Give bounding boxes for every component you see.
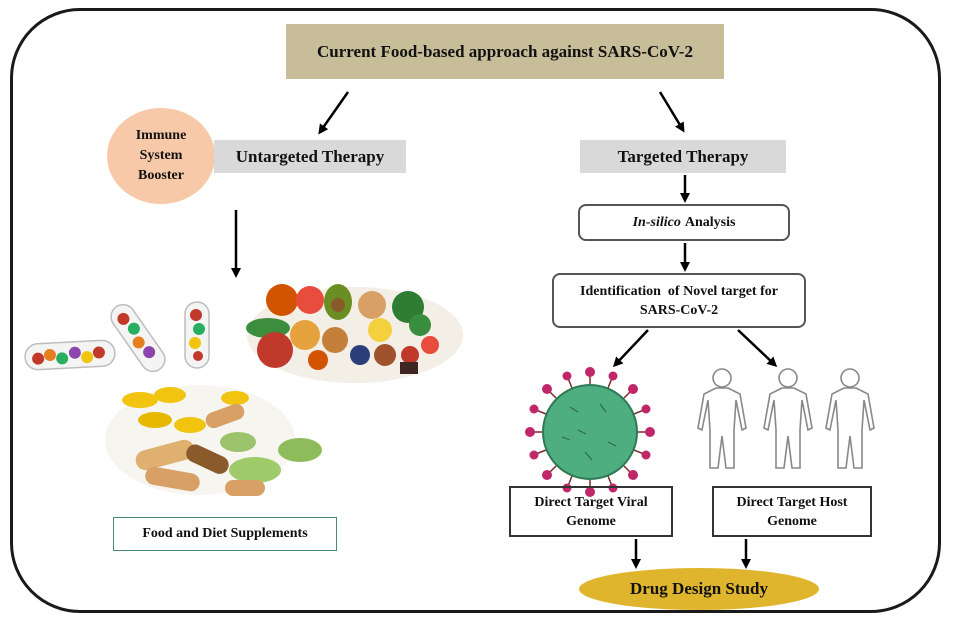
title-text: Current Food-based approach against SARS… bbox=[317, 41, 693, 61]
fruits-vegetables-image bbox=[246, 284, 463, 383]
arrow-novel-to-viral bbox=[612, 329, 649, 368]
insilico-italic-text: In-silico bbox=[632, 214, 681, 230]
arrow-title-to-targeted bbox=[658, 91, 685, 133]
viral-genome-box: Direct Target Viral Genome bbox=[509, 486, 673, 537]
targeted-therapy-text: Targeted Therapy bbox=[617, 146, 749, 166]
host-genome-box: Direct Target Host Genome bbox=[712, 486, 872, 537]
novel-target-box: Identification of Novel target for SARS-… bbox=[552, 273, 806, 328]
pills-tablets-image bbox=[105, 385, 322, 496]
arrow-novel-to-host bbox=[737, 329, 778, 368]
untargeted-therapy-box: Untargeted Therapy bbox=[214, 140, 406, 173]
food-supplements-box: Food and Diet Supplements bbox=[113, 517, 337, 551]
viral-genome-text: Direct Target Viral Genome bbox=[534, 494, 648, 529]
supplement-capsules-image bbox=[24, 301, 210, 373]
drug-design-oval: Drug Design Study bbox=[579, 568, 819, 610]
arrow-title-to-untargeted bbox=[318, 91, 350, 135]
drug-design-text: Drug Design Study bbox=[630, 579, 768, 598]
virus-image bbox=[525, 367, 655, 497]
food-supplements-text: Food and Diet Supplements bbox=[142, 526, 308, 541]
title-box: Current Food-based approach against SARS… bbox=[286, 24, 724, 79]
host-genome-text: Direct Target Host Genome bbox=[736, 494, 848, 529]
insilico-rest-text: Analysis bbox=[684, 214, 736, 230]
immune-booster-circle: Immune System Booster bbox=[107, 108, 215, 204]
untargeted-therapy-text: Untargeted Therapy bbox=[235, 146, 385, 166]
human-silhouettes-image bbox=[697, 368, 875, 469]
immune-booster-text: Immune System Booster bbox=[135, 128, 187, 183]
targeted-therapy-box: Targeted Therapy bbox=[580, 140, 786, 173]
novel-target-text: Identification of Novel target for SARS-… bbox=[580, 283, 782, 318]
insilico-analysis-box: In-silico Analysis bbox=[578, 204, 790, 241]
